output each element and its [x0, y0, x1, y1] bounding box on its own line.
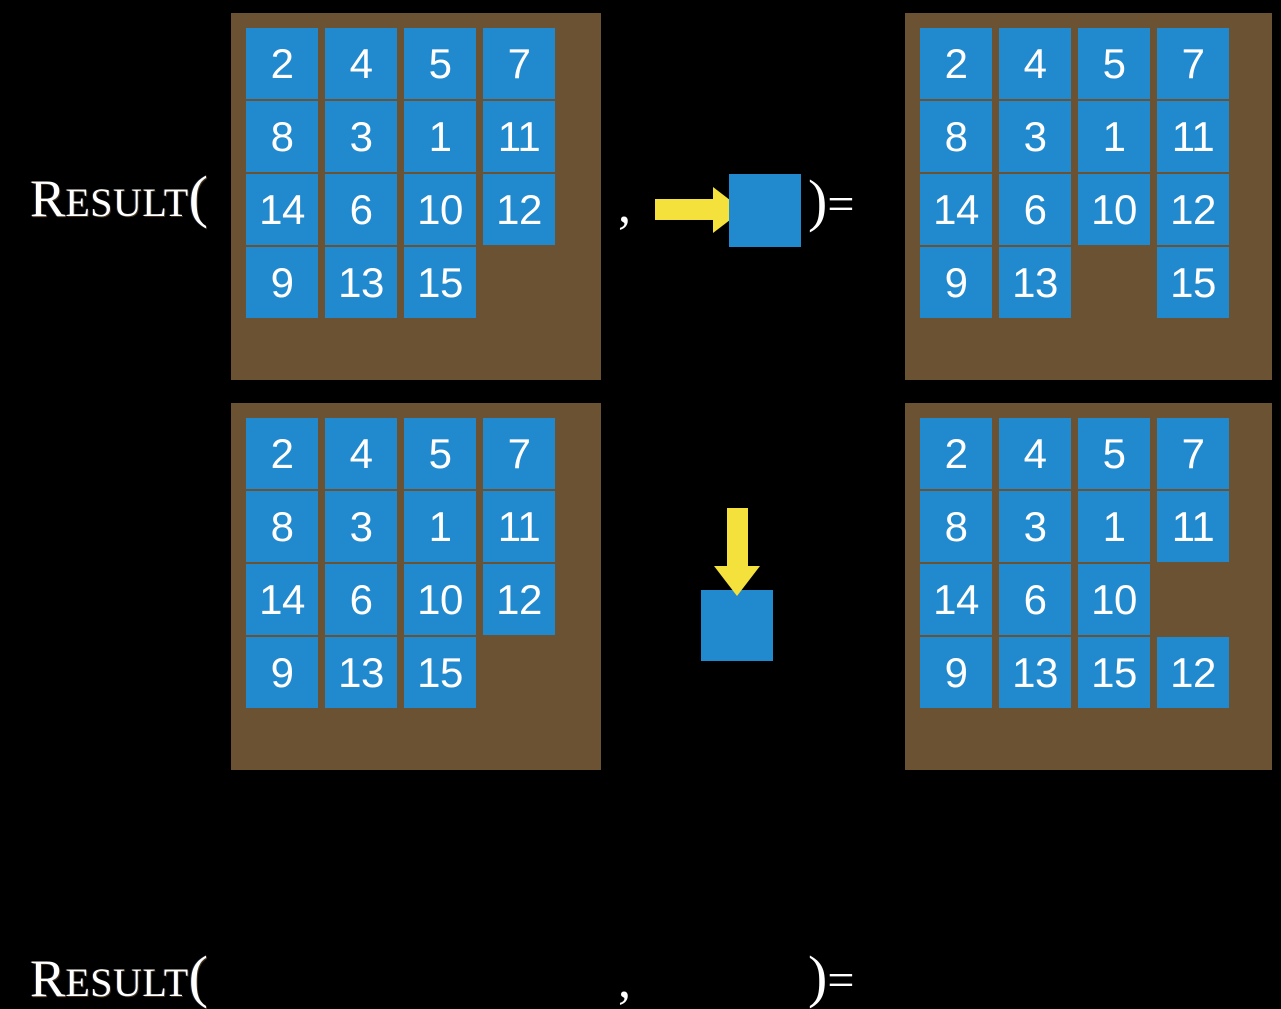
output-board-2-tile[interactable]: 1: [1078, 491, 1150, 562]
open-paren-2: (: [188, 944, 208, 1009]
input-board-2-tile[interactable]: 3: [325, 491, 397, 562]
input-board-1-tile[interactable]: 13: [325, 247, 397, 318]
input-board-2-tile[interactable]: 12: [483, 564, 555, 635]
output-board-2-tile[interactable]: 4: [999, 418, 1071, 489]
output-board-1-tile[interactable]: 5: [1078, 28, 1150, 99]
result-label-cap-2: R: [30, 950, 66, 1008]
input-board-2-tile[interactable]: 7: [483, 418, 555, 489]
output-board-2-empty-cell: [1157, 564, 1229, 635]
output-board-2-tile[interactable]: 2: [920, 418, 992, 489]
input-board-2-tile[interactable]: 8: [246, 491, 318, 562]
input-board-2-tile[interactable]: 4: [325, 418, 397, 489]
output-board-2-tile[interactable]: 8: [920, 491, 992, 562]
operand-move-right-1: [655, 160, 815, 270]
input-board-2-tile[interactable]: 15: [404, 637, 476, 708]
output-board-1-tile[interactable]: 6: [999, 174, 1071, 245]
arrow-down-shaft: [727, 508, 748, 570]
close-paren-equals-1: )=: [808, 172, 854, 230]
input-board-2-tile[interactable]: 9: [246, 637, 318, 708]
output-board-2-tile[interactable]: 6: [999, 564, 1071, 635]
input-board-1-tile[interactable]: 1: [404, 101, 476, 172]
close-paren-1: ): [808, 168, 828, 233]
output-board-2-tile[interactable]: 10: [1078, 564, 1150, 635]
input-board-2-empty-cell: [483, 637, 555, 708]
input-board-1-tile[interactable]: 9: [246, 247, 318, 318]
result-label-rest-1: ESULT: [65, 180, 189, 225]
output-board-2-tile[interactable]: 14: [920, 564, 992, 635]
close-paren-equals-2: )=: [808, 948, 854, 1006]
result-function-label-1: RESULT(: [30, 168, 208, 226]
input-board-1-tile[interactable]: 2: [246, 28, 318, 99]
input-board-1-tile[interactable]: 14: [246, 174, 318, 245]
input-board-2-tile[interactable]: 5: [404, 418, 476, 489]
output-board-1-tile[interactable]: 12: [1157, 174, 1229, 245]
output-board-1-tile[interactable]: 2: [920, 28, 992, 99]
input-board-1-tile[interactable]: 15: [404, 247, 476, 318]
output-board-1-tile[interactable]: 7: [1157, 28, 1229, 99]
output-board-2-tile[interactable]: 7: [1157, 418, 1229, 489]
input-board-1-tile[interactable]: 3: [325, 101, 397, 172]
arrow-right-shaft: [655, 199, 717, 220]
output-board-1-tile[interactable]: 8: [920, 101, 992, 172]
close-paren-2: ): [808, 944, 828, 1009]
operand-tile-1: [729, 174, 801, 247]
output-board-1-tile[interactable]: 14: [920, 174, 992, 245]
output-board-2-tile[interactable]: 11: [1157, 491, 1229, 562]
argument-separator-comma-2: ,: [618, 952, 631, 1009]
result-label-cap-1: R: [30, 170, 66, 228]
input-board-2-tile[interactable]: 2: [246, 418, 318, 489]
result-function-label-2: RESULT(: [30, 948, 208, 1006]
arrow-down-head: [714, 566, 760, 596]
argument-separator-comma-1: ,: [618, 177, 631, 234]
output-board-2-tile[interactable]: 3: [999, 491, 1071, 562]
input-board-2-tile[interactable]: 11: [483, 491, 555, 562]
input-board-1-tile[interactable]: 11: [483, 101, 555, 172]
input-board-1-tile[interactable]: 7: [483, 28, 555, 99]
output-board-1-tile[interactable]: 13: [999, 247, 1071, 318]
equals-sign-1: =: [827, 178, 855, 231]
input-board-2-tile[interactable]: 6: [325, 564, 397, 635]
input-board-1-tile[interactable]: 6: [325, 174, 397, 245]
output-board-1-tile[interactable]: 1: [1078, 101, 1150, 172]
output-board-2-tile[interactable]: 9: [920, 637, 992, 708]
arrow-down-icon: [714, 508, 760, 600]
output-board-1-tile[interactable]: 4: [999, 28, 1071, 99]
input-board-2-tile[interactable]: 13: [325, 637, 397, 708]
equals-sign-2: =: [827, 954, 855, 1007]
result-label-rest-2: ESULT: [65, 960, 189, 1005]
output-board-1-tile[interactable]: 3: [999, 101, 1071, 172]
output-board-2-tile[interactable]: 5: [1078, 418, 1150, 489]
output-board-1-tile[interactable]: 11: [1157, 101, 1229, 172]
input-board-2-tile[interactable]: 14: [246, 564, 318, 635]
input-board-1-tile[interactable]: 8: [246, 101, 318, 172]
operand-move-down-2: [690, 500, 810, 670]
output-board-1-tile[interactable]: 15: [1157, 247, 1229, 318]
input-board-1-empty-cell: [483, 247, 555, 318]
output-board-1-tile[interactable]: 9: [920, 247, 992, 318]
output-board-2-tile[interactable]: 12: [1157, 637, 1229, 708]
open-paren-1: (: [188, 164, 208, 229]
input-board-1-tile[interactable]: 10: [404, 174, 476, 245]
output-board-1-empty-cell: [1078, 247, 1150, 318]
input-board-1-tile[interactable]: 5: [404, 28, 476, 99]
input-board-1-tile[interactable]: 4: [325, 28, 397, 99]
output-board-1-tile[interactable]: 10: [1078, 174, 1150, 245]
output-board-2-tile[interactable]: 15: [1078, 637, 1150, 708]
input-board-2-tile[interactable]: 1: [404, 491, 476, 562]
input-board-1-tile[interactable]: 12: [483, 174, 555, 245]
operand-tile-2: [701, 590, 773, 661]
output-board-2-tile[interactable]: 13: [999, 637, 1071, 708]
input-board-2-tile[interactable]: 10: [404, 564, 476, 635]
